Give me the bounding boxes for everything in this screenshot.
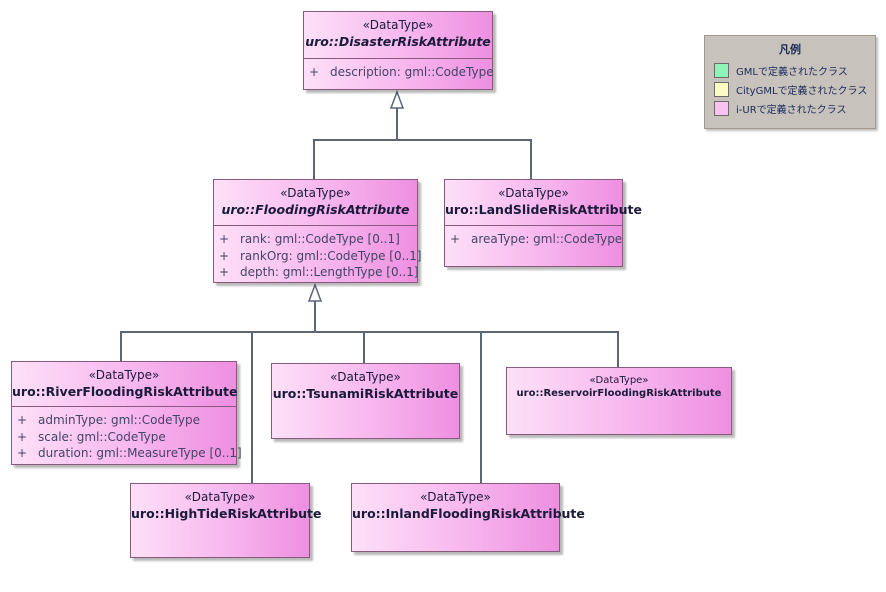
color-swatch-icon	[714, 101, 729, 116]
generalization-line-landslide	[397, 139, 532, 180]
class-name: uro::ReservoirFloodingRiskAttribute	[516, 388, 722, 399]
color-swatch-icon	[714, 63, 729, 78]
class-river-flooding-risk-attribute[interactable]: «DataType» uro::RiverFloodingRiskAttribu…	[11, 361, 242, 465]
class-name: uro::LandSlideRiskAttribute	[445, 202, 642, 217]
attribute-row: +description: gml::CodeType	[309, 65, 494, 79]
legend-item-citygml: CityGMLで定義されたクラス	[705, 80, 875, 99]
attribute-row: +rankOrg: gml::CodeType [0..1]	[219, 248, 422, 263]
class-name: uro::TsunamiRiskAttribute	[272, 386, 459, 401]
stereotype-label: «DataType»	[498, 186, 569, 200]
class-disaster-risk-attribute[interactable]: «DataType» uro::DisasterRiskAttribute +d…	[303, 11, 494, 90]
generalization-arrowhead	[307, 282, 323, 302]
stereotype-label: «DataType»	[184, 490, 256, 504]
class-high-tide-risk-attribute[interactable]: «DataType» uro::HighTideRiskAttribute	[130, 483, 322, 558]
generalization-line-flooding	[313, 108, 398, 180]
stereotype-label: «DataType»	[88, 368, 160, 382]
attribute-row: +adminType: gml::CodeType	[17, 413, 201, 427]
class-reservoir-flooding-risk-attribute[interactable]: «DataType» uro::ReservoirFloodingRiskAtt…	[506, 367, 732, 435]
attribute-row: +depth: gml::LengthType [0..1]	[219, 265, 419, 279]
generalization-arrowhead	[389, 89, 405, 109]
class-name: uro::HighTideRiskAttribute	[131, 506, 322, 521]
stereotype-label: «DataType»	[420, 490, 491, 504]
class-inland-flooding-risk-attribute[interactable]: «DataType» uro::InlandFloodingRiskAttrib…	[351, 483, 585, 552]
legend-item-iur: i-URで定義されたクラス	[705, 99, 875, 118]
legend-item-gml: GMLで定義されたクラス	[705, 61, 875, 80]
stereotype-label: «DataType»	[280, 186, 351, 200]
stereotype-label: «DataType»	[589, 375, 649, 386]
attribute-row: +scale: gml::CodeType	[17, 429, 166, 444]
stereotype-label: «DataType»	[362, 18, 434, 32]
attribute-row: +areaType: gml::CodeType	[450, 232, 623, 246]
class-name: uro::DisasterRiskAttribute	[305, 34, 491, 49]
attribute-row: +duration: gml::MeasureType [0..1]	[17, 446, 242, 460]
class-landslide-risk-attribute[interactable]: «DataType» uro::LandSlideRiskAttribute +…	[444, 179, 642, 267]
legend-title: 凡例	[779, 43, 801, 56]
legend-item-label: i-URで定義されたクラス	[736, 105, 847, 116]
class-name: uro::RiverFloodingRiskAttribute	[12, 384, 238, 399]
attribute-row: +rank: gml::CodeType [0..1]	[219, 232, 400, 246]
legend-item-label: CityGMLで定義されたクラス	[736, 86, 868, 97]
color-swatch-icon	[714, 82, 729, 97]
class-flooding-risk-attribute[interactable]: «DataType» uro::FloodingRiskAttribute +r…	[213, 179, 422, 283]
legend-item-label: GMLで定義されたクラス	[736, 67, 848, 78]
class-name: uro::InlandFloodingRiskAttribute	[352, 506, 585, 521]
stereotype-label: «DataType»	[330, 370, 401, 384]
class-name: uro::FloodingRiskAttribute	[221, 202, 410, 217]
class-tsunami-risk-attribute[interactable]: «DataType» uro::TsunamiRiskAttribute	[271, 363, 460, 439]
legend-panel: 凡例 GMLで定義されたクラス CityGMLで定義されたクラス i-URで定義…	[704, 35, 876, 129]
generalization-line-reservoir	[121, 331, 619, 367]
